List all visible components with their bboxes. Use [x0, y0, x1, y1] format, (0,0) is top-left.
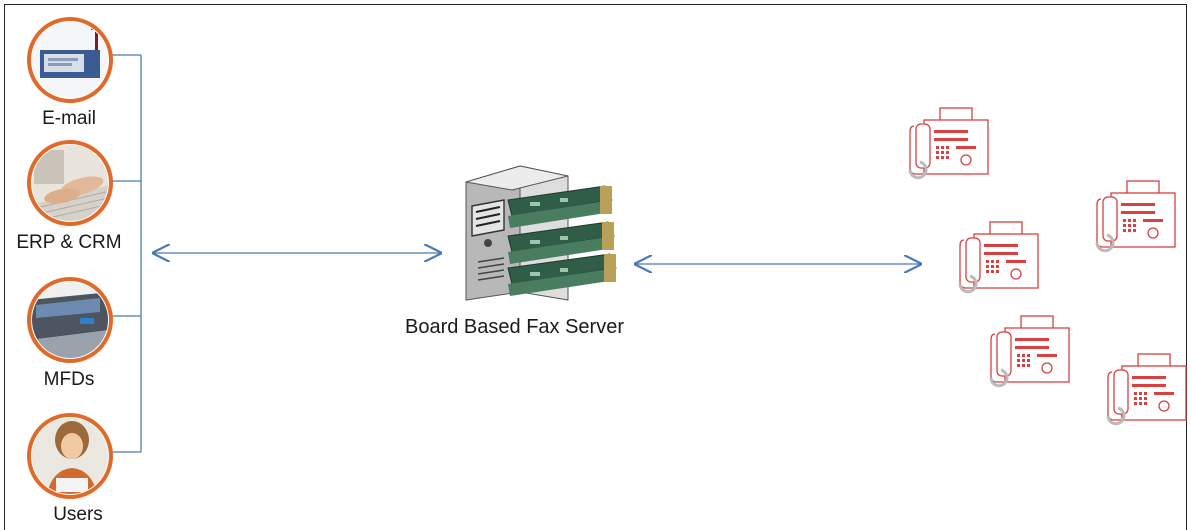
source-bracket: [108, 54, 142, 453]
server-label: Board Based Fax Server: [405, 316, 624, 338]
fax-machine-icon: [1095, 179, 1177, 253]
source-label-email: E-mail: [42, 108, 96, 129]
fax-machine-icon: [908, 106, 990, 180]
source-label-erp-crm: ERP & CRM: [16, 232, 122, 253]
keyboard-hands-icon: [27, 140, 113, 226]
user-avatar-icon: [27, 413, 113, 499]
fax-machine-icon: [958, 220, 1040, 294]
email-mailbox-icon: [27, 17, 113, 103]
source-label-users: Users: [53, 504, 103, 525]
fax-machine-icon: [1106, 352, 1188, 426]
multifunction-printer-icon: [27, 277, 113, 363]
source-label-mfds: MFDs: [43, 369, 95, 390]
diagram-frame: [4, 4, 1187, 530]
fax-server-icon: [465, 165, 617, 301]
fax-machine-icon: [989, 314, 1071, 388]
